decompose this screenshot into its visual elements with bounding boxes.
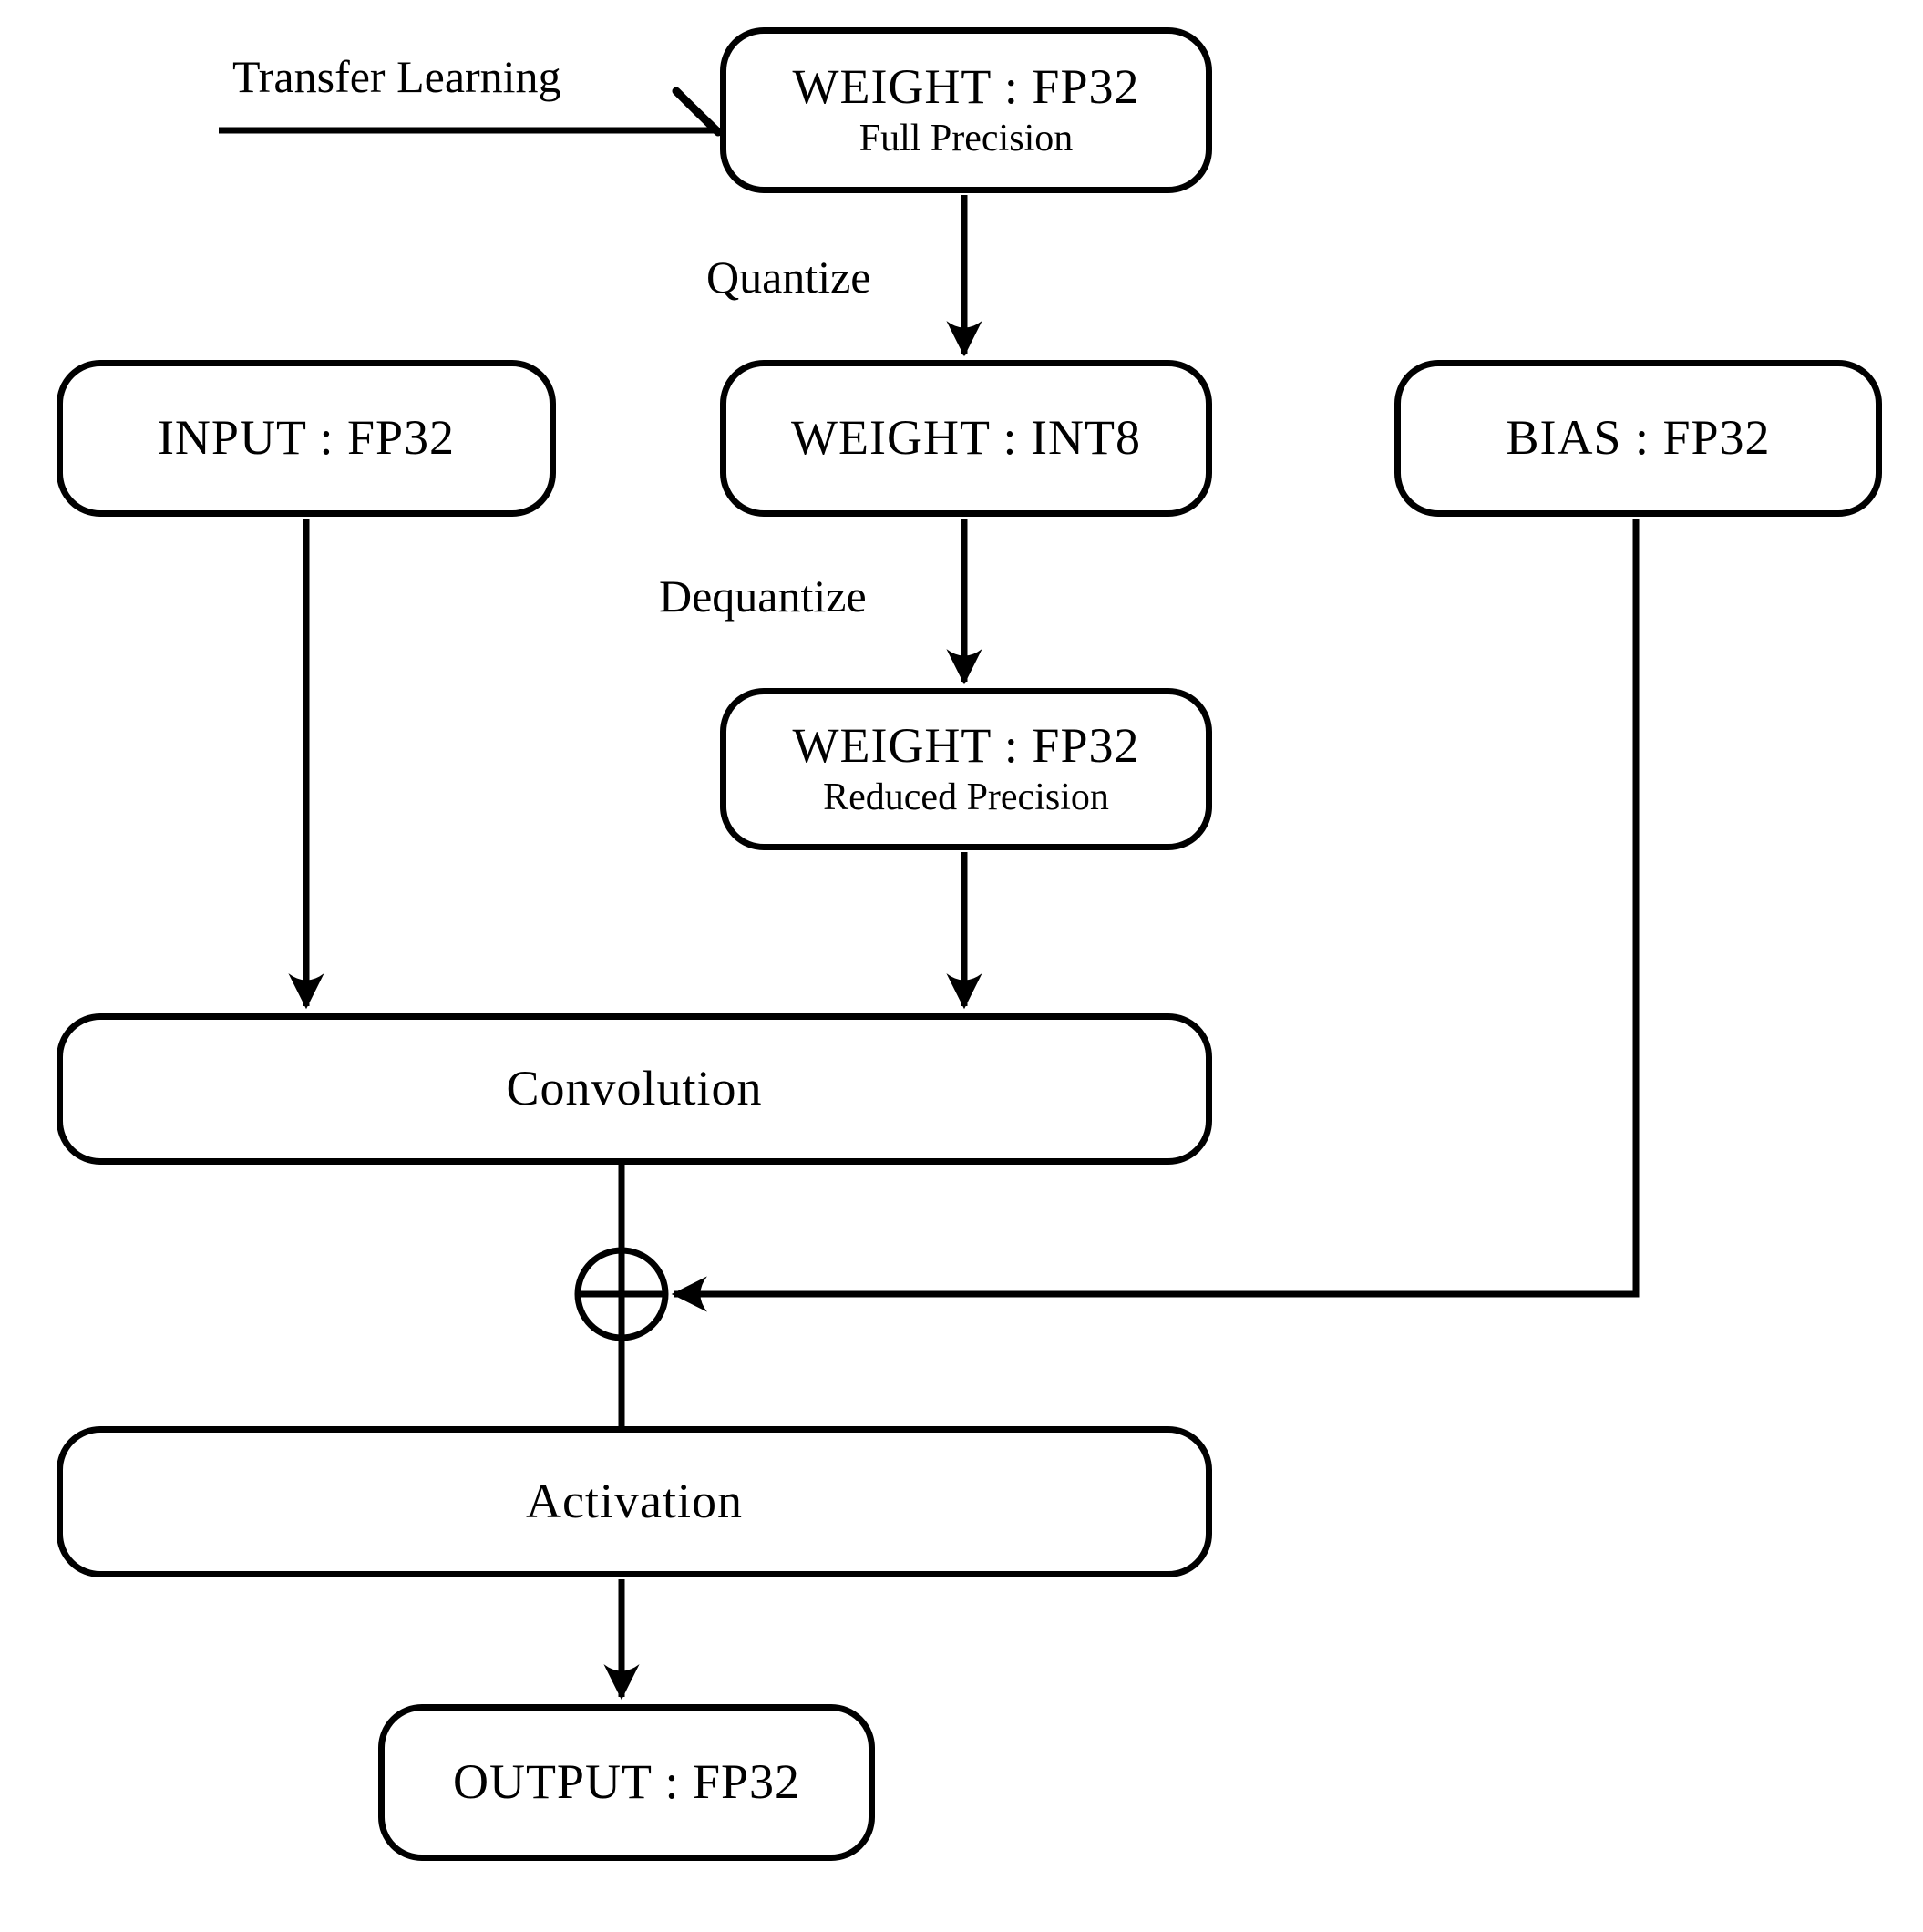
edge-transfer-learning-barb <box>672 87 723 137</box>
node-activation: Activation <box>57 1426 1212 1577</box>
node-label: Activation <box>526 1474 743 1529</box>
circled-plus-icon <box>574 1247 669 1341</box>
node-sublabel: Full Precision <box>859 118 1074 160</box>
node-label: Convolution <box>506 1061 763 1116</box>
node-label: WEIGHT : FP32 <box>792 718 1140 774</box>
node-label: WEIGHT : INT8 <box>791 410 1141 466</box>
node-bias-fp32: BIAS : FP32 <box>1394 360 1882 517</box>
node-sublabel: Reduced Precision <box>823 776 1109 819</box>
node-weight-fp32-full-precision: WEIGHT : FP32 Full Precision <box>720 27 1212 193</box>
node-label: BIAS : FP32 <box>1506 410 1771 466</box>
node-label: OUTPUT : FP32 <box>452 1754 801 1810</box>
quantize-label: Quantize <box>706 252 871 303</box>
edge-bias-to-sum <box>671 519 1640 1312</box>
node-weight-fp32-reduced-precision: WEIGHT : FP32 Reduced Precision <box>720 688 1212 850</box>
node-label: WEIGHT : FP32 <box>792 59 1140 115</box>
transfer-learning-label: Transfer Learning <box>232 51 561 102</box>
dequantize-label: Dequantize <box>659 570 867 622</box>
node-label: INPUT : FP32 <box>157 410 456 466</box>
node-convolution: Convolution <box>57 1013 1212 1165</box>
node-input-fp32: INPUT : FP32 <box>57 360 556 517</box>
node-output-fp32: OUTPUT : FP32 <box>378 1704 875 1861</box>
node-weight-int8: WEIGHT : INT8 <box>720 360 1212 517</box>
